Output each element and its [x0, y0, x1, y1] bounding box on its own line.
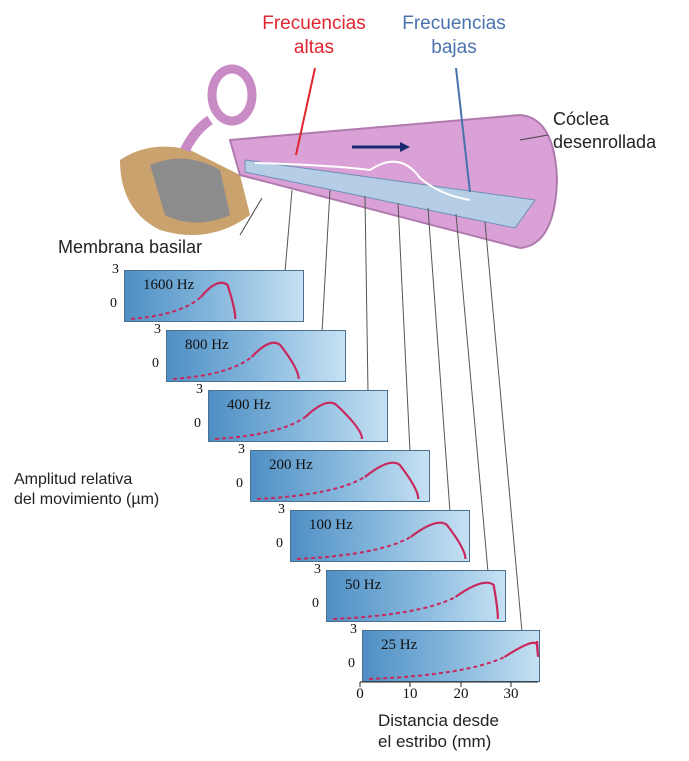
y-tick-max: 3	[314, 562, 321, 578]
x-tick-label-20: 20	[446, 686, 476, 703]
x-axis-line-2: el estribo (mm)	[378, 731, 499, 752]
amplitude-curve	[251, 451, 429, 501]
y-tick-zero: 0	[348, 656, 355, 672]
x-tick-label-0: 0	[345, 686, 375, 703]
y-tick-zero: 0	[312, 596, 319, 612]
cochlea-line-2: desenrollada	[553, 131, 687, 154]
x-axis-label: Distancia desde el estribo (mm)	[378, 710, 499, 753]
y-tick-max: 3	[112, 262, 119, 278]
curve-peak	[455, 583, 497, 619]
amplitude-curve	[327, 571, 505, 621]
y-tick-max: 3	[238, 442, 245, 458]
y-tick-zero: 0	[276, 536, 283, 552]
y-tick-zero: 0	[194, 416, 201, 432]
x-axis-line-1: Distancia desde	[378, 710, 499, 731]
basilar-membrane-label: Membrana basilar	[58, 236, 202, 259]
low-freq-line-1: Frecuencias	[384, 12, 524, 36]
cochlea-label: Cóclea desenrollada	[553, 108, 687, 153]
panel-25hz: 25 Hz	[362, 630, 540, 682]
y-axis-line-2: del movimiento (µm)	[14, 490, 159, 510]
curve-envelope	[257, 477, 365, 499]
high-freq-line-2: altas	[244, 36, 384, 60]
high-freq-line-1: Frecuencias	[244, 12, 384, 36]
panel-1600hz: 1600 Hz	[124, 270, 304, 322]
cochlea-line-1: Cóclea	[553, 108, 687, 131]
y-tick-max: 3	[154, 322, 161, 338]
curve-envelope	[173, 357, 252, 379]
y-axis-label: Amplitud relativa del movimiento (µm)	[14, 470, 159, 510]
amplitude-curve	[125, 271, 303, 321]
panel-100hz: 100 Hz	[290, 510, 470, 562]
y-tick-max: 3	[196, 382, 203, 398]
y-tick-zero: 0	[236, 476, 243, 492]
panel-800hz: 800 Hz	[166, 330, 346, 382]
y-tick-zero: 0	[110, 296, 117, 312]
high-freq-label: Frecuencias altas	[244, 12, 384, 60]
amplitude-curve	[167, 331, 345, 381]
amplitude-curve	[363, 631, 539, 681]
y-axis-line-1: Amplitud relativa	[14, 470, 159, 490]
curve-envelope	[297, 537, 411, 559]
curve-peak	[201, 283, 235, 319]
x-tick-label-30: 30	[496, 686, 526, 703]
curve-peak	[252, 343, 299, 379]
x-tick-label-10: 10	[395, 686, 425, 703]
curve-envelope	[333, 597, 455, 619]
y-tick-max: 3	[278, 502, 285, 518]
panel-200hz: 200 Hz	[250, 450, 430, 502]
curve-peak	[365, 463, 418, 499]
panel-50hz: 50 Hz	[326, 570, 506, 622]
curve-peak	[305, 403, 362, 439]
canal-connector	[185, 120, 210, 150]
y-tick-zero: 0	[152, 356, 159, 372]
curve-peak	[411, 523, 466, 559]
amplitude-curve	[291, 511, 469, 561]
amplitude-curve	[209, 391, 387, 441]
curve-peak	[504, 641, 538, 657]
curve-envelope	[131, 297, 201, 319]
curve-envelope	[215, 417, 305, 439]
semicircular-canal	[212, 69, 252, 121]
y-tick-max: 3	[350, 622, 357, 638]
curve-envelope	[369, 657, 504, 679]
panel-400hz: 400 Hz	[208, 390, 388, 442]
low-freq-line-2: bajas	[384, 36, 524, 60]
low-freq-label: Frecuencias bajas	[384, 12, 524, 60]
